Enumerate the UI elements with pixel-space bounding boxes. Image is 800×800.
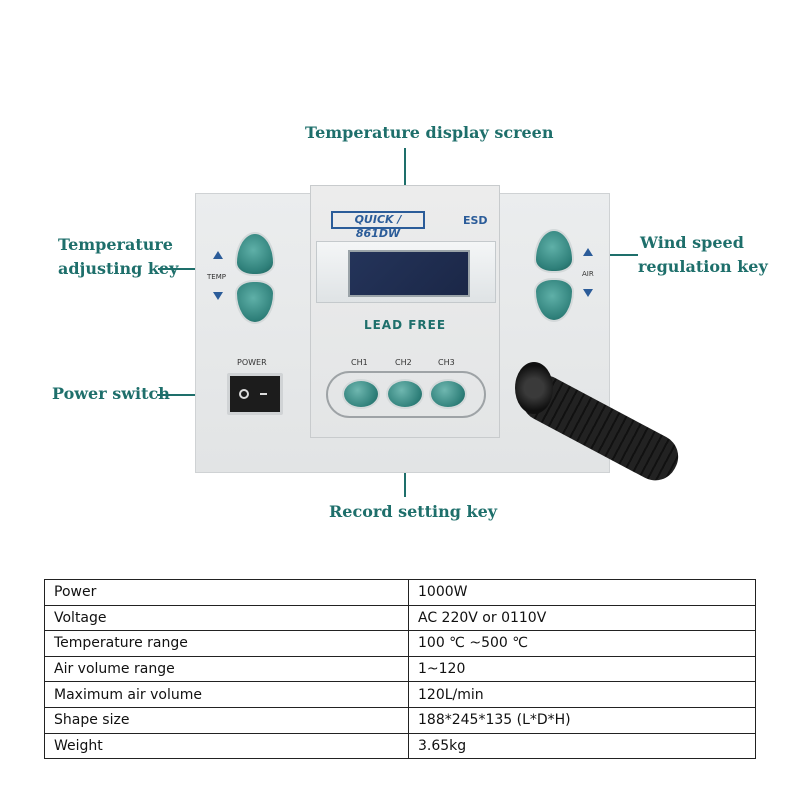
spec-key: Shape size [44,706,409,734]
callout-temperature-display: Temperature display screen [305,123,554,142]
callout-temperature-adjust: Temperature adjusting key [58,233,178,281]
table-row: Air volume range 1~120 [44,655,756,683]
ch1-label: CH1 [351,358,368,367]
spec-key: Voltage [44,604,409,632]
air-down-arrow-icon [583,289,593,297]
table-row: Power 1000W [44,579,756,606]
center-panel: QUICK / 861DW ESD LEAD FREE CH1 CH2 CH3 [310,185,500,438]
power-switch[interactable] [227,373,283,415]
spec-value: 3.65kg [408,732,756,760]
power-label: POWER [237,358,267,367]
callout-record-setting: Record setting key [329,502,498,521]
callout-temperature-adjust-line1: Temperature [58,235,173,254]
channel-button-group [326,371,486,418]
table-row: Temperature range 100 ℃ ~500 ℃ [44,630,756,657]
spec-key: Maximum air volume [44,681,409,708]
temp-label: TEMP [207,273,226,281]
callout-temperature-adjust-line2: adjusting key [58,259,179,278]
specifications-table: Power 1000W Voltage AC 220V or 0110V Tem… [44,579,756,760]
spec-key: Temperature range [44,630,409,657]
ch2-button[interactable] [386,379,424,409]
temp-up-button[interactable] [235,232,275,276]
table-row: Voltage AC 220V or 0110V [44,604,756,632]
temp-up-arrow-icon [213,251,223,259]
power-on-icon [260,393,267,395]
spec-key: Weight [44,732,409,760]
ch1-button[interactable] [342,379,380,409]
air-label: AIR [582,270,594,278]
spec-value: AC 220V or 0110V [408,604,756,632]
air-up-arrow-icon [583,248,593,256]
temp-down-arrow-icon [213,292,223,300]
power-off-icon [239,389,249,399]
spec-value: 120L/min [408,681,756,708]
ch3-label: CH3 [438,358,455,367]
callout-wind-line1: Wind speed [640,233,744,252]
hot-air-station: TEMP AIR POWER QUICK / 861DW ESD LEAD FR… [195,185,686,489]
spec-value: 188*245*135 (L*D*H) [408,706,756,734]
spec-value: 1~120 [408,655,756,683]
spec-key: Power [44,579,409,606]
spec-value: 1000W [408,579,756,606]
ch2-label: CH2 [395,358,412,367]
callout-wind-speed: Wind speed regulation key [638,231,768,279]
table-row: Shape size 188*245*135 (L*D*H) [44,706,756,734]
table-row: Weight 3.65kg [44,732,756,760]
display-window [316,241,496,303]
temperature-display-screen [348,250,470,297]
hose-connector [515,362,553,414]
air-up-button[interactable] [534,229,574,273]
ch3-button[interactable] [429,379,467,409]
brand-logo: QUICK / 861DW [331,211,425,240]
callout-power-switch: Power switch [52,384,170,403]
spec-key: Air volume range [44,655,409,683]
spec-value: 100 ℃ ~500 ℃ [408,630,756,657]
callout-wind-line2: regulation key [638,257,768,276]
esd-label: ESD [463,214,488,227]
lead-free-label: LEAD FREE [363,318,447,332]
table-row: Maximum air volume 120L/min [44,681,756,708]
